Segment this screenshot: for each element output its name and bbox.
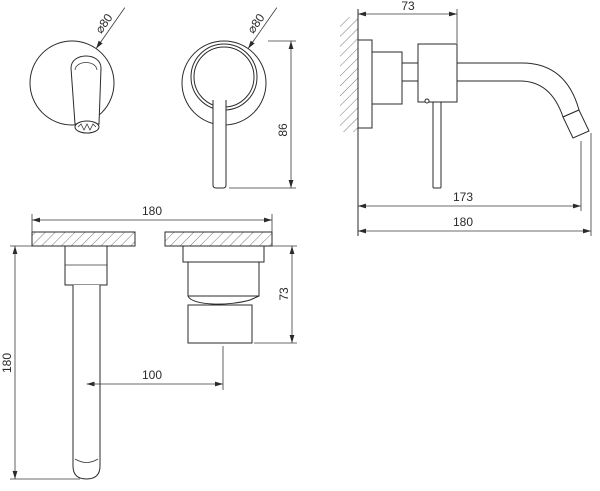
spout-base-side	[371, 51, 403, 105]
spout-base-plan	[64, 245, 108, 286]
handle-lower-body-plan	[187, 304, 253, 344]
side-view: 73 173 180	[340, 0, 592, 236]
plan-depth-label: 73	[277, 287, 291, 301]
handle-lever-junction	[187, 295, 260, 305]
handle-plate-plan	[164, 231, 273, 247]
spout-bend-edge	[74, 62, 98, 71]
plan-view: 180 73 100 180	[0, 204, 297, 480]
spout-plate-plan	[31, 231, 136, 247]
height-label: 86	[276, 123, 290, 137]
spout-aerator-side	[562, 109, 590, 139]
handle-diameter-leader	[247, 7, 278, 49]
lever-pivot	[424, 98, 430, 104]
handle-depth-label: 73	[401, 0, 415, 13]
center-distance-label: 100	[142, 368, 162, 382]
overall-reach-label: 180	[453, 215, 473, 229]
spout-diameter-leader	[95, 7, 126, 49]
spout-pipe-plan	[72, 285, 101, 480]
front-spout-view: ⌀80	[29, 7, 126, 134]
handle-body-side	[417, 43, 458, 103]
spout-outlet	[74, 120, 100, 134]
aerator-mesh	[77, 123, 97, 131]
spout-tip-edge	[74, 458, 99, 463]
front-handle-view: ⌀80 86	[181, 7, 296, 189]
handle-body-plan	[187, 261, 260, 297]
outlet-reach-label: 173	[453, 190, 473, 204]
spout-diameter-label: ⌀80	[92, 11, 115, 36]
handle-lever-side	[432, 101, 442, 189]
spout-front-body	[70, 55, 102, 125]
width-label: 180	[142, 204, 162, 218]
handle-lever-front	[212, 100, 227, 189]
escutcheon-plate-side	[357, 39, 373, 129]
wall-section-hatch	[340, 17, 358, 132]
projection-label: 180	[0, 353, 14, 373]
handle-diameter-label: ⌀80	[244, 11, 267, 36]
handle-collar-plan	[182, 245, 265, 263]
